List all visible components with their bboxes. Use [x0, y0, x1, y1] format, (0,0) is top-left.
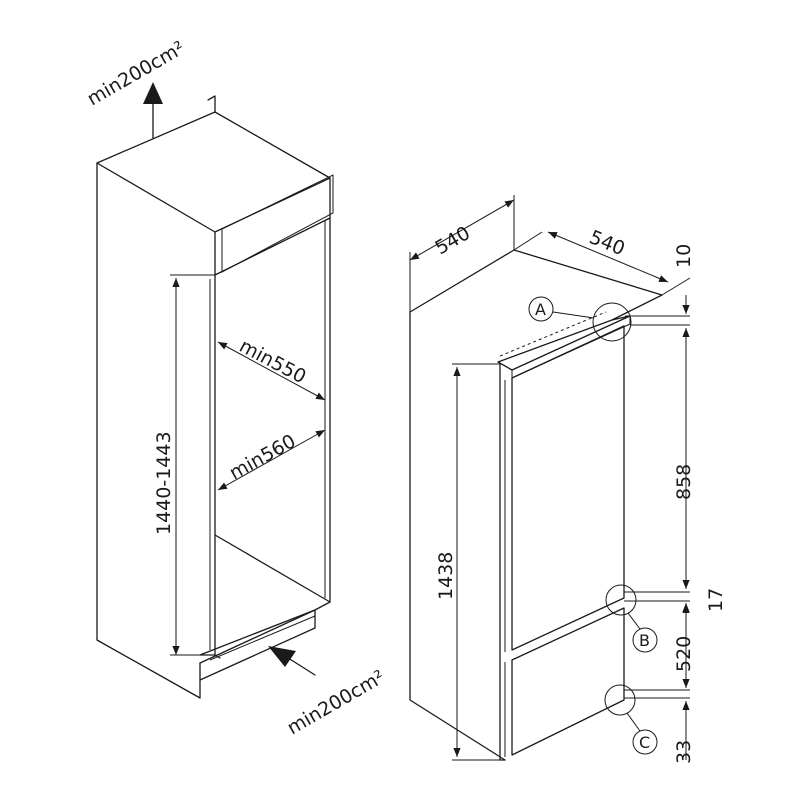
upper-door: [511, 325, 625, 651]
niche-width-dimension: [217, 429, 326, 491]
plinth-gap: [209, 615, 316, 661]
vent-bottom-label: min200cm²: [284, 666, 389, 739]
top-strip-front: [511, 316, 631, 379]
lower-door: [511, 607, 625, 756]
callout-a: A: [528, 296, 632, 342]
niche-width-label: min560: [226, 430, 300, 484]
callout-b: B: [605, 584, 658, 653]
niche-height-label: 1440-1443: [153, 431, 175, 535]
callout-c: C: [604, 684, 658, 755]
vent-bottom-arrow: [268, 646, 316, 676]
depth-dimension: [513, 231, 691, 296]
vent-top-arrow: [143, 82, 163, 139]
width-dimension: [409, 195, 515, 312]
vent-top-label: min200cm²: [84, 37, 189, 110]
appliance-front-edge: [499, 363, 506, 761]
appliance-height-label: 1438: [435, 552, 457, 600]
cabinet-plinth: [199, 609, 316, 681]
appliance-top-strip: [497, 315, 631, 371]
callout-b-letter: B: [639, 631, 650, 650]
dim-17-label: 17: [705, 588, 727, 612]
dim-33-label: 33: [673, 740, 695, 764]
top-hidden-line: [499, 311, 607, 357]
appliance-side: [409, 311, 506, 761]
appliance-body: [409, 249, 663, 761]
dim-858-label: 858: [673, 464, 695, 500]
niche-depth-dimension: [217, 341, 326, 401]
cabinet-niche: [96, 95, 334, 699]
cabinet-back-top: [207, 95, 216, 113]
dim-10-label: 10: [673, 244, 695, 268]
right-dimension-chain: [624, 295, 690, 760]
niche-height-dimension: [170, 274, 215, 656]
callout-a-letter: A: [535, 300, 546, 319]
niche-depth-label: min550: [236, 335, 310, 388]
width-label: 540: [432, 222, 474, 259]
callout-c-letter: C: [639, 733, 650, 752]
cabinet-side-panel: [96, 162, 201, 699]
appliance-height-dimension: [452, 363, 505, 761]
depth-label: 540: [586, 226, 628, 260]
cabinet-top: [96, 111, 331, 233]
niche-inner-wall: [214, 274, 221, 659]
front-rail-inner: [221, 174, 334, 273]
cabinet-front-rail: [214, 177, 331, 276]
dim-520-label: 520: [673, 636, 695, 672]
